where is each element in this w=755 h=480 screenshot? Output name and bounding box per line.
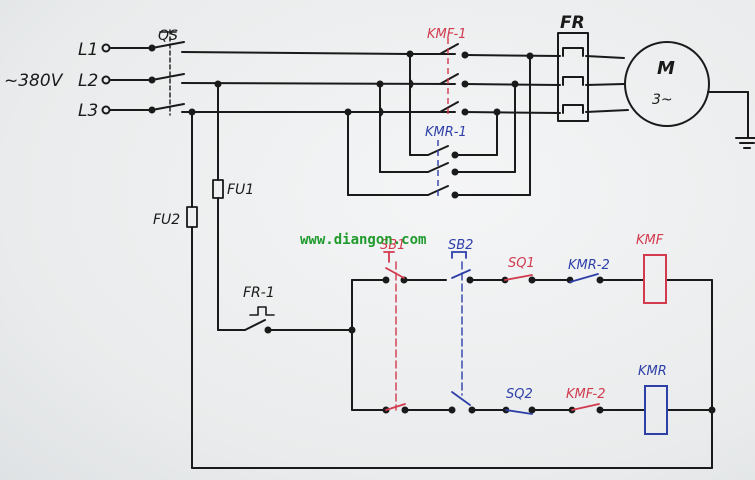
kmr-coil [644,385,668,435]
kmf2-label: KMF-2 [566,387,605,402]
fu1-branch [212,80,246,331]
fr-label: FR [560,13,585,33]
supply-voltage-label: ~380V [4,71,64,91]
supply-terminals [101,43,111,115]
line-label-l2: L2 [78,71,98,91]
ground-icon [735,137,755,149]
power-line-l3 [109,109,629,114]
fr-thermal-relay [557,32,589,122]
sb2-label: SB2 [448,238,473,253]
sq1-switch [501,274,533,284]
forward-rung [351,276,713,284]
sb1-button [383,251,406,411]
kmf1-label: KMF-1 [427,27,466,42]
fu2-branch [186,108,713,469]
sb1-label: SB1 [380,238,405,253]
kmf-coil [643,254,667,304]
kmr2-contact [566,273,599,284]
qs-switch [148,29,185,116]
kmf1-contacts [439,43,469,116]
kmr-coil-label: KMR [638,364,667,379]
fu1-label: FU1 [227,182,254,198]
motor-m-label: M [657,58,675,79]
power-line-l2 [109,79,625,86]
sq2-switch [502,406,533,415]
kmf2-contact [568,403,600,414]
motor [624,41,749,139]
power-line-l1 [109,47,625,59]
line-label-l3: L3 [78,101,98,121]
motor-phase-label: 3~ [652,92,673,108]
watermark: www.diangon.com [300,232,426,248]
sq1-label: SQ1 [508,256,535,271]
sq2-label: SQ2 [506,387,533,402]
kmr1-label: KMR-1 [425,125,467,140]
line-label-l1: L1 [78,40,98,60]
sb2-button [451,251,471,406]
reverse-rung [351,406,713,414]
fu2-label: FU2 [153,212,180,228]
kmf-coil-label: KMF [636,233,664,248]
fr1-label: FR-1 [243,285,275,301]
fr1-contact [244,306,353,334]
kmr2-label: KMR-2 [568,258,610,273]
qs-label: QS [158,28,178,44]
kmr1-wiring [344,50,534,199]
